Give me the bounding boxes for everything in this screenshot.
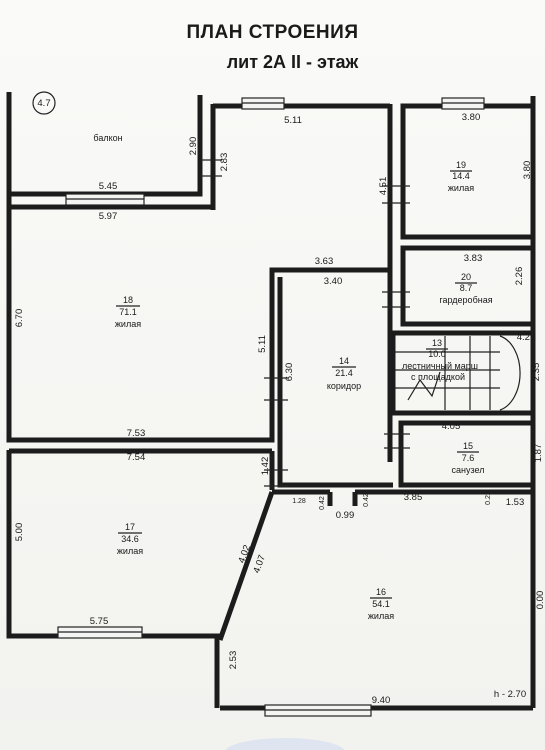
room-18-type: жилая [115, 319, 141, 329]
room-14-number: 14 [339, 356, 349, 366]
room-16-type: жилая [368, 611, 394, 621]
room-16-number: 16 [376, 587, 386, 597]
room-19-type: жилая [448, 183, 474, 193]
room-14-type: коридор [327, 381, 361, 391]
dim-label: 1.42 [260, 457, 271, 476]
room-16-area: 54.1 [372, 599, 390, 609]
dim-label: 2.35 [531, 363, 542, 382]
stair-arrow [407, 371, 441, 401]
room-13-number: 13 [432, 338, 442, 348]
balcony-area-value: 4.7 [37, 98, 50, 109]
room-15-number: 15 [463, 441, 473, 451]
dim-label: 4.05 [442, 421, 461, 432]
room-17-number: 17 [125, 522, 135, 532]
dim-label: 0.42 [363, 493, 370, 507]
dim-label: 2.83 [219, 153, 230, 172]
dim-label: 5.00 [14, 523, 25, 542]
wall-diagonal [217, 491, 275, 641]
room-17-area: 34.6 [121, 534, 139, 544]
dim-label: 4.51 [378, 177, 389, 196]
dim-label: 3.63 [315, 256, 334, 267]
dim-label: 7.54 [127, 452, 146, 463]
stair-arc [499, 335, 521, 411]
room-17-type: жилая [117, 546, 143, 556]
room-20-number: 20 [461, 272, 471, 282]
dim-label: 9.40 [372, 695, 391, 706]
dim-label: 1.53 [506, 497, 525, 508]
stairs [395, 335, 521, 411]
dim-label: 3.40 [324, 276, 343, 287]
dim-label: 3.80 [462, 112, 481, 123]
dim-label: 4.25 [517, 332, 536, 343]
room-19-number: 19 [456, 160, 466, 170]
room-20-area: 8.7 [460, 283, 473, 293]
room-20-type: гардеробная [439, 295, 492, 305]
dim-label: 3.85 [404, 492, 423, 503]
room-14-area: 21.4 [335, 368, 353, 378]
room-15-type: санузел [452, 465, 485, 475]
dim-label: 5.11 [284, 115, 302, 126]
dim-label: 5.75 [90, 616, 109, 627]
windows [57, 97, 485, 717]
dim-label: 5.45 [99, 181, 118, 192]
plan-subtitle: лит 2А II - этаж [226, 52, 359, 72]
room-labels: балкон 18 71.1 жилая 17 34.6 жилая 14 21… [93, 133, 492, 621]
wall-room-14 [277, 277, 393, 488]
dim-label: 6.30 [284, 363, 295, 382]
dim-label: 1.28 [292, 498, 306, 505]
dim-label: 2.90 [188, 137, 199, 156]
dim-label: 4.02 [236, 544, 253, 565]
room-18-number: 18 [123, 295, 133, 305]
room-19-area: 14.4 [452, 171, 470, 181]
dim-label: 1.87 [533, 444, 544, 463]
plan-title: ПЛАН СТРОЕНИЯ [186, 22, 359, 43]
room-13-type-line1: лестничный марш [402, 361, 478, 371]
dim-label: 5.97 [99, 211, 118, 222]
dim-label: 0.00 [535, 591, 545, 610]
room-15-area: 7.6 [462, 453, 475, 463]
room-18-area: 71.1 [119, 307, 137, 317]
dim-label: 0.22 [485, 491, 492, 505]
dim-label: 2.53 [228, 651, 239, 670]
dim-label: 4.07 [251, 554, 268, 575]
dim-label: 6.70 [14, 309, 25, 328]
dim-label: 7.53 [127, 428, 146, 439]
dim-label: h - 2.70 [494, 689, 526, 700]
stamp-mark [225, 738, 345, 750]
dimensions: 2.90 5.45 5.97 5.11 2.83 4.51 3.80 3.80 … [14, 112, 545, 706]
wall-balcony [6, 95, 203, 197]
dim-label: 3.83 [464, 253, 483, 264]
wall-room-18 [6, 208, 390, 443]
room-13-area: 10.0 [428, 349, 446, 359]
dim-label: 0.99 [336, 510, 355, 521]
balcony-area-badge [32, 91, 56, 115]
dim-label: 0.42 [319, 496, 326, 510]
room-balcony-name: балкон [93, 133, 122, 143]
room-13-type-line2: с площадкой [411, 372, 465, 382]
dim-label: 5.11 [257, 335, 268, 353]
door-ticks [200, 159, 410, 487]
wall-room-17 [6, 450, 220, 708]
walls [6, 92, 536, 711]
dim-label: 3.80 [522, 161, 533, 180]
dim-label: 2.26 [514, 267, 525, 286]
